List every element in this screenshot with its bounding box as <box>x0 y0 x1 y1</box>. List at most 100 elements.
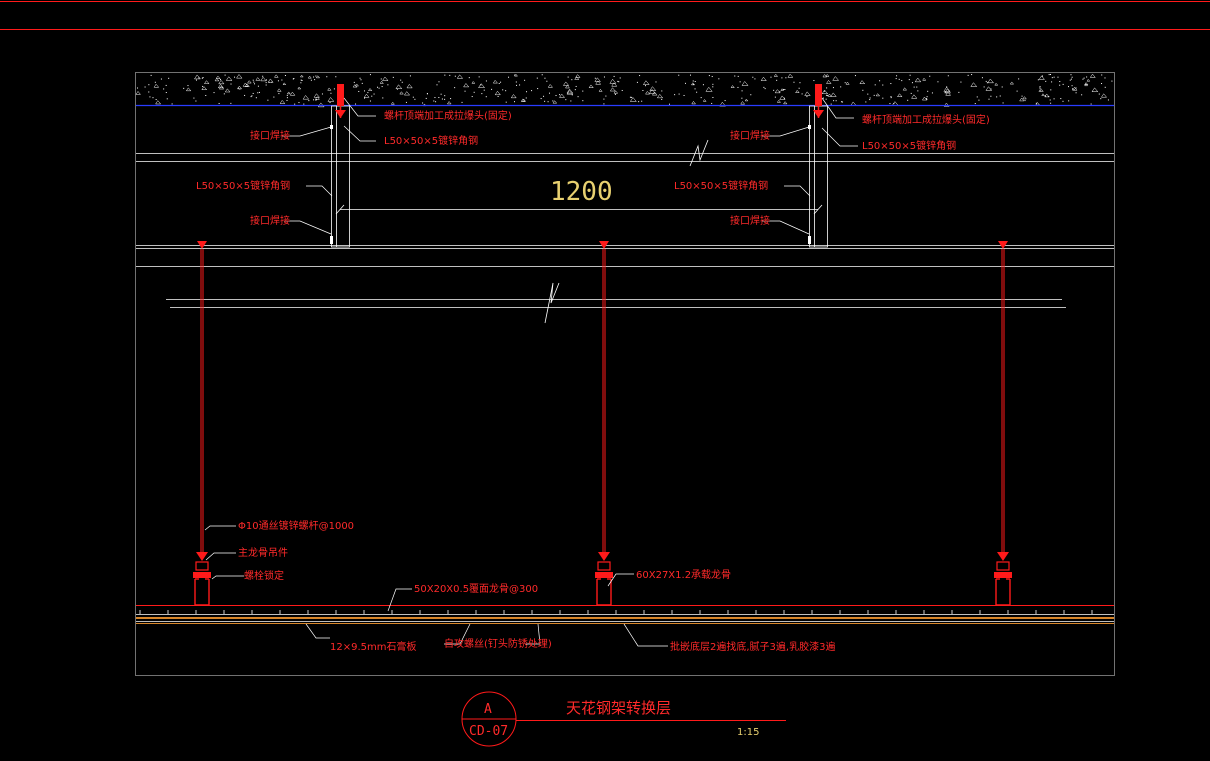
aggregate-dot <box>603 103 605 105</box>
aggregate-mark <box>315 75 321 79</box>
aggregate-mark <box>741 81 749 86</box>
aggregate-mark <box>629 97 637 102</box>
aggregate-dot <box>1100 98 1102 100</box>
hanger-rod-2 <box>595 241 613 606</box>
aggregate-dot <box>889 103 891 105</box>
aggregate-dot <box>779 91 781 93</box>
aggregate-dot <box>1104 86 1106 88</box>
aggregate-mark <box>1038 88 1044 92</box>
aggregate-dot <box>882 97 884 99</box>
aggregate-mark <box>1022 96 1027 100</box>
aggregate-dot <box>531 90 533 92</box>
aggregate-dot <box>990 95 992 97</box>
aggregate-dot <box>294 103 296 105</box>
aggregate-dot <box>371 95 373 97</box>
aggregate-dot <box>468 77 470 79</box>
aggregate-dot <box>692 83 694 85</box>
aggregate-mark <box>594 77 601 82</box>
aggregate-mark <box>214 77 220 82</box>
aggregate-dot <box>869 97 871 99</box>
aggregate-dot <box>253 81 255 83</box>
aggregate-mark <box>598 88 603 92</box>
aggregate-dot <box>854 75 856 77</box>
aggregate-mark <box>247 80 252 84</box>
aggregate-dot <box>434 97 436 99</box>
aggregate-dot <box>308 100 310 102</box>
aggregate-dot <box>827 94 829 96</box>
aggregate-dot <box>300 82 302 84</box>
aggregate-mark <box>276 88 282 92</box>
aggregate-dot <box>910 92 912 94</box>
aggregate-dot <box>1040 90 1042 92</box>
aggregate-dot <box>239 88 241 90</box>
aggregate-dot <box>594 77 596 79</box>
aggregate-mark <box>845 81 850 85</box>
aggregate-dot <box>230 83 232 85</box>
aggregate-dot <box>833 100 835 102</box>
aggregate-dot <box>286 99 288 101</box>
aggregate-dot <box>265 79 267 81</box>
aggregate-dot <box>313 99 315 101</box>
aggregate-dot <box>890 96 892 98</box>
aggregate-mark <box>514 73 519 77</box>
aggregate-dot <box>1086 76 1088 78</box>
aggregate-dot <box>213 92 215 94</box>
aggregate-dot <box>149 96 151 98</box>
aggregate-dot <box>361 82 363 84</box>
aggregate-dot <box>976 96 978 98</box>
aggregate-dot <box>1071 85 1073 87</box>
aggregate-dot <box>353 81 355 83</box>
aggregate-dot <box>929 75 931 77</box>
aggregate-dot <box>155 99 157 101</box>
aggregate-dot <box>265 82 267 84</box>
aggregate-mark <box>225 76 233 81</box>
aggregate-mark <box>395 84 403 89</box>
aggregate-dot <box>911 82 913 84</box>
aggregate-dot <box>752 76 754 78</box>
aggregate-dot <box>244 94 246 96</box>
aggregate-dot <box>844 82 846 84</box>
aggregate-dot <box>890 97 892 99</box>
aggregate-mark <box>566 88 574 94</box>
aggregate-mark <box>193 74 201 80</box>
aggregate-dot <box>513 101 515 103</box>
label-angle-top-left: L50×50×5镀锌角钢 <box>384 134 478 147</box>
aggregate-dot <box>1090 103 1092 105</box>
aggregate-dot <box>193 97 195 99</box>
aggregate-dot <box>826 87 828 89</box>
aggregate-dot <box>195 79 197 81</box>
aggregate-dot <box>166 98 168 100</box>
aggregate-dot <box>1053 76 1055 78</box>
aggregate-dot <box>926 98 928 100</box>
aggregate-mark <box>911 94 918 99</box>
aggregate-dot <box>1098 93 1100 95</box>
ceiling-layers <box>136 605 1114 624</box>
aggregate-dot <box>636 81 638 83</box>
aggregate-mark <box>354 83 360 87</box>
aggregate-mark <box>645 90 651 95</box>
label-angle-mid-right: L50×50×5镀锌角钢 <box>674 179 768 192</box>
aggregate-dot <box>480 84 482 86</box>
aggregate-dot <box>491 88 493 90</box>
aggregate-dot <box>981 77 983 79</box>
aggregate-dot <box>464 90 466 92</box>
aggregate-dot <box>1060 98 1062 100</box>
aggregate-dot <box>793 81 795 83</box>
aggregate-dot <box>927 90 929 92</box>
aggregate-dot <box>485 80 487 82</box>
aggregate-dot <box>396 88 398 90</box>
aggregate-dot <box>508 76 510 78</box>
angle-post-left <box>331 105 350 248</box>
aggregate-mark <box>297 86 302 90</box>
aggregate-dot <box>1081 94 1083 96</box>
aggregate-dot <box>896 75 898 77</box>
aggregate-mark <box>203 80 210 84</box>
aggregate-dot <box>326 76 328 78</box>
aggregate-mark <box>945 91 952 96</box>
aggregate-mark <box>970 82 978 87</box>
aggregate-dot <box>990 88 992 90</box>
aggregate-dot <box>265 84 267 86</box>
aggregate-dot <box>505 90 507 92</box>
aggregate-dot <box>638 101 640 103</box>
aggregate-mark <box>1038 75 1046 80</box>
